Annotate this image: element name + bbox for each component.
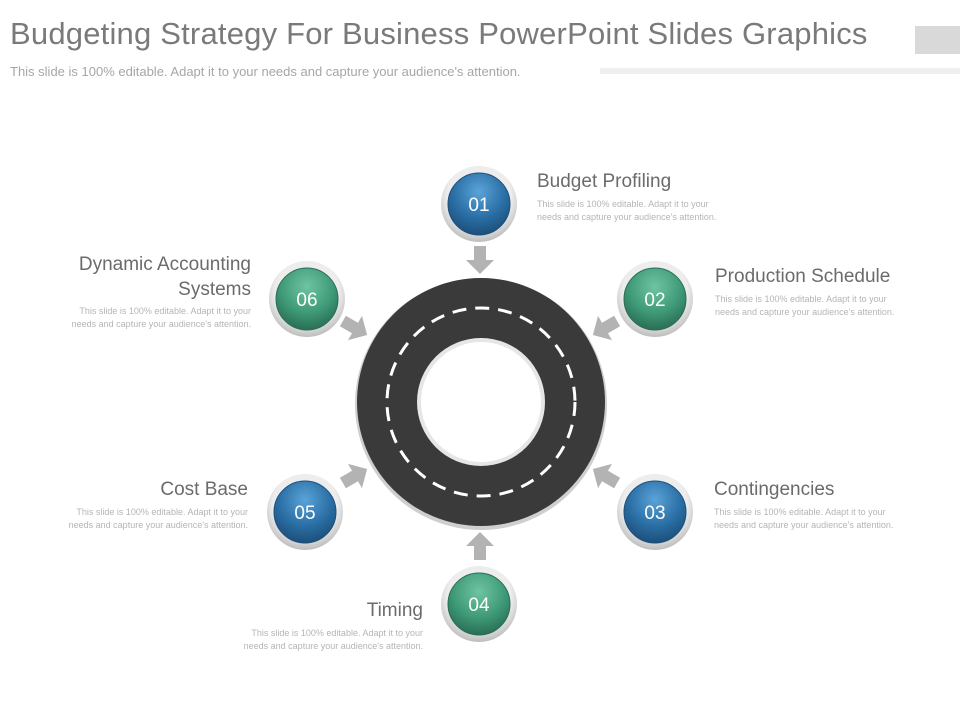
road-inner-hole <box>421 342 541 462</box>
step-node-04: 04 <box>441 566 517 642</box>
step-title-04: Timing <box>366 600 423 621</box>
road-center-line <box>385 306 577 498</box>
title-decor-box <box>915 26 960 54</box>
slide-subtitle: This slide is 100% editable. Adapt it to… <box>10 64 521 79</box>
step-desc-03: This slide is 100% editable. Adapt it to… <box>714 507 894 530</box>
step-desc-01: This slide is 100% editable. Adapt it to… <box>537 199 717 222</box>
step-number: 02 <box>644 290 665 311</box>
arrow-icon <box>592 463 621 489</box>
step-node-02: 02 <box>617 261 693 337</box>
arrow-icon <box>466 532 494 560</box>
step-number: 03 <box>644 503 665 524</box>
step-title-06: Dynamic Accounting Systems <box>78 254 251 300</box>
arrow-icon <box>592 315 621 341</box>
step-title-05: Cost Base <box>160 479 248 500</box>
step-title-02: Production Schedule <box>715 266 891 287</box>
arrow-icon <box>339 315 368 341</box>
step-node-06: 06 <box>269 261 345 337</box>
step-desc-06: This slide is 100% editable. Adapt it to… <box>71 306 251 329</box>
step-node-05: 05 <box>267 474 343 550</box>
step-number: 06 <box>296 290 317 311</box>
step-title-03: Contingencies <box>714 479 835 500</box>
step-number: 01 <box>468 195 489 216</box>
step-node-03: 03 <box>617 474 693 550</box>
slide-title: Budgeting Strategy For Business PowerPoi… <box>10 16 868 51</box>
step-desc-02: This slide is 100% editable. Adapt it to… <box>715 294 895 317</box>
step-number: 05 <box>294 503 315 524</box>
step-number: 04 <box>468 595 490 616</box>
arrow-icon <box>466 246 494 274</box>
step-node-01: 01 <box>441 166 517 242</box>
step-desc-04: This slide is 100% editable. Adapt it to… <box>243 628 423 651</box>
step-desc-05: This slide is 100% editable. Adapt it to… <box>68 507 248 530</box>
step-title-01: Budget Profiling <box>537 171 672 192</box>
arrow-icon <box>339 463 368 489</box>
subtitle-rule <box>600 68 960 74</box>
